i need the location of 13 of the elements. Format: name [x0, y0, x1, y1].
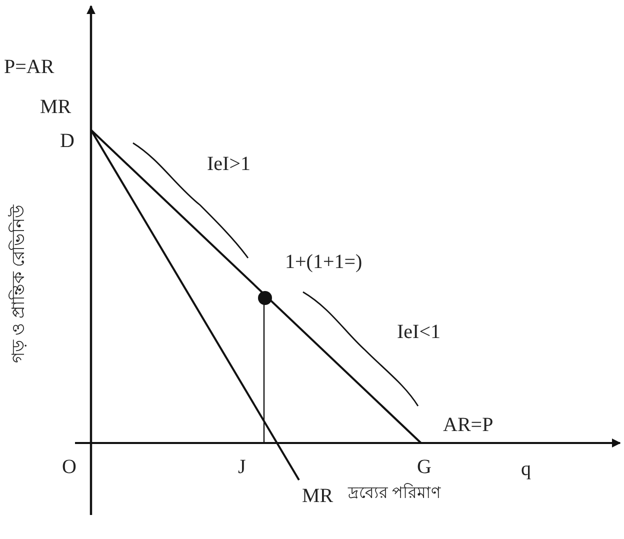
point-label: D	[60, 131, 74, 151]
axis-label: গড় ও প্রান্তিক রেভিনিউ	[10, 205, 27, 363]
curve-label: AR=P	[443, 415, 494, 435]
elasticity-label: 1+(1+1=)	[285, 252, 362, 272]
axis-label: MR	[40, 97, 72, 117]
curve-label: MR	[302, 486, 334, 506]
elasticity-label: IeI<1	[397, 322, 440, 342]
point-label: G	[417, 457, 432, 477]
elasticity-label: IeI>1	[207, 154, 250, 174]
point-label: J	[238, 457, 246, 477]
axis-label: P=AR	[4, 57, 54, 77]
point-label: O	[62, 457, 76, 477]
axis-label: q	[521, 459, 531, 479]
